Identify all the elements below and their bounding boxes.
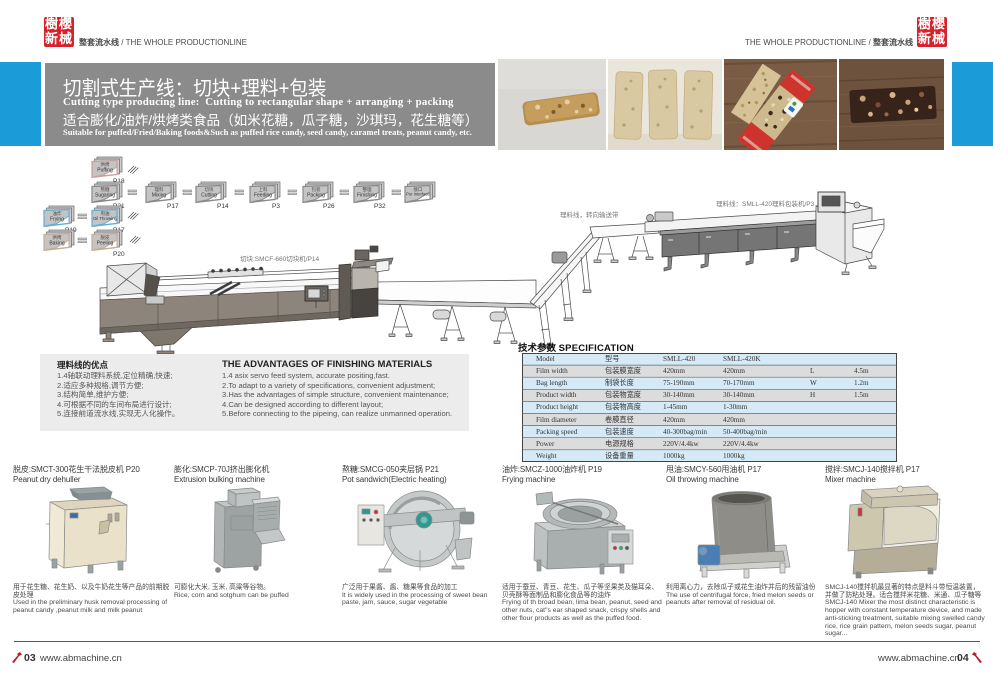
svg-text:切块:SMCF-660切块机/P14: 切块:SMCF-660切块机/P14 bbox=[240, 254, 319, 263]
svg-text:Sugaring: Sugaring bbox=[95, 193, 115, 199]
svg-text:P20: P20 bbox=[113, 251, 125, 258]
svg-text:P14: P14 bbox=[217, 203, 229, 210]
svg-text:油炸: 油炸 bbox=[53, 210, 62, 217]
svg-text:理料: 理料 bbox=[155, 186, 164, 193]
svg-text:P32: P32 bbox=[374, 203, 386, 210]
svg-text:Puffing: Puffing bbox=[97, 168, 113, 174]
svg-text:Frying: Frying bbox=[50, 217, 64, 223]
svg-text:烘烤: 烘烤 bbox=[101, 161, 110, 168]
svg-text:上料: 上料 bbox=[259, 186, 268, 193]
svg-text:P3: P3 bbox=[272, 203, 280, 210]
svg-text:接口: 接口 bbox=[414, 186, 423, 193]
svg-text:脱皮: 脱皮 bbox=[101, 234, 110, 241]
svg-text:P26: P26 bbox=[323, 203, 335, 210]
svg-text:包装: 包装 bbox=[312, 186, 321, 193]
svg-text:整理: 整理 bbox=[363, 186, 372, 192]
svg-text:Cutting: Cutting bbox=[201, 193, 217, 199]
svg-text:Oil Throwing: Oil Throwing bbox=[93, 216, 118, 221]
svg-text:Peeling: Peeling bbox=[97, 241, 114, 247]
svg-text:Pur interface: Pur interface bbox=[406, 192, 430, 197]
svg-text:Baking: Baking bbox=[49, 241, 65, 247]
svg-text:甩油: 甩油 bbox=[101, 210, 110, 217]
svg-text:P17: P17 bbox=[167, 203, 179, 210]
svg-text:切块: 切块 bbox=[205, 186, 214, 193]
svg-text:Finishing: Finishing bbox=[357, 193, 377, 199]
svg-text:熬糖: 熬糖 bbox=[101, 186, 110, 193]
svg-text:理料线，转向输送带: 理料线，转向输送带 bbox=[560, 210, 619, 219]
svg-text:Packing: Packing bbox=[307, 193, 325, 199]
svg-text:Mixing: Mixing bbox=[152, 193, 167, 199]
svg-text:Feeding: Feeding bbox=[254, 193, 272, 199]
svg-text:理料线：SMLL-420理料包装机/P3: 理料线：SMLL-420理料包装机/P3 bbox=[716, 199, 815, 208]
svg-text:P18: P18 bbox=[113, 178, 125, 185]
svg-text:烘烤: 烘烤 bbox=[53, 234, 62, 241]
